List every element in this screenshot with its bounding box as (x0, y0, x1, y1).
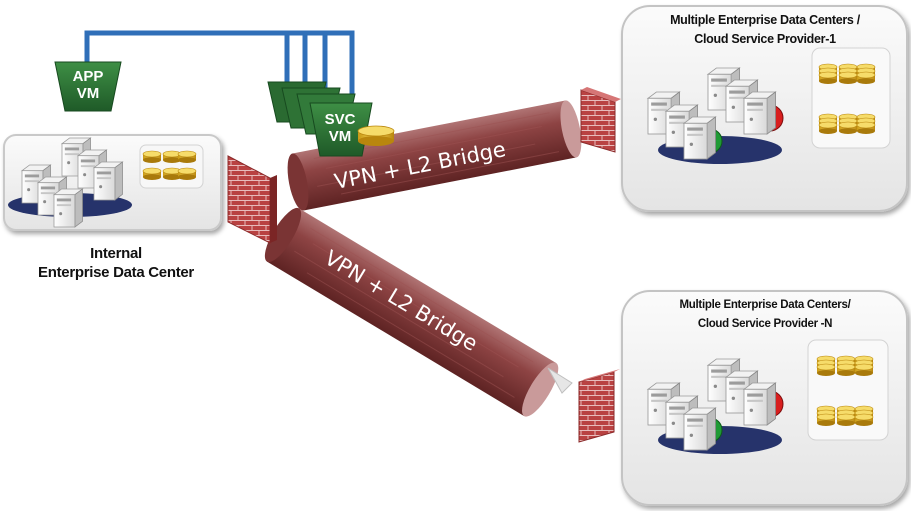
tunnel-arrow-tip (547, 367, 573, 394)
servers-layer (20, 67, 777, 451)
dc-n-title: Multiple Enterprise Data Centers/ Cloud … (626, 296, 904, 334)
dc-1-title-line2: Cloud Service Provider-1 (694, 32, 836, 46)
coin-stack-icon (177, 150, 197, 163)
coin-stack-icon (162, 167, 182, 180)
internal-dc-label-line2: Enterprise Data Center (38, 264, 194, 281)
svc-coin-icon (357, 125, 395, 146)
coin-stack-icon (836, 405, 856, 426)
svc-vm-label-line2: VM (328, 128, 352, 145)
coin-stack-icon (854, 355, 874, 376)
app-vm-label-line1: APP (72, 68, 104, 85)
app-vm (54, 61, 122, 112)
dc-n-title-line2: Cloud Service Provider -N (697, 318, 833, 330)
server-icon (682, 116, 717, 160)
internal-dc-label-line1: Internal (90, 245, 142, 262)
server-icon (646, 91, 681, 135)
vpn-tunnel-1 (287, 100, 582, 211)
coin-stack-icon (142, 150, 162, 163)
server-icon (52, 188, 84, 228)
firewall-dc-1 (580, 87, 621, 153)
server-icon (92, 161, 124, 201)
coin-stack-icon (142, 167, 162, 180)
svc-vm-label-line1: SVC (324, 111, 356, 128)
dc-n-title-line1: Multiple Enterprise Data Centers/ (679, 299, 851, 311)
internal-dc-label: Internal Enterprise Data Center (5, 244, 227, 282)
vpn-tunnel-2 (264, 207, 559, 417)
coins-layer (142, 63, 876, 426)
server-icon (742, 91, 777, 135)
app-vm-label: APP VM (64, 68, 112, 102)
coin-stack-icon (836, 355, 856, 376)
coin-stack-icon (816, 355, 836, 376)
dc-1-title-line1: Multiple Enterprise Data Centers / (670, 13, 860, 27)
coin-stack-icon (856, 113, 876, 134)
coin-stack-icon (818, 113, 838, 134)
firewall-internal (227, 155, 277, 244)
svc-vm-label: SVC VM (318, 111, 362, 145)
dc-1-title: Multiple Enterprise Data Centers / Cloud… (626, 11, 904, 49)
coin-stack-icon (816, 405, 836, 426)
server-icon (742, 382, 777, 426)
svc-vm-stack (267, 81, 373, 157)
coin-stack-icon (162, 150, 182, 163)
coin-stack-icon (177, 167, 197, 180)
coin-stack-icon (818, 63, 838, 84)
coin-stack-icon (838, 63, 858, 84)
server-icon (682, 407, 717, 451)
firewall-dc-n (578, 369, 620, 443)
coin-stack-icon (856, 63, 876, 84)
app-vm-label-line2: VM (76, 85, 100, 102)
coin-stack-icon (838, 113, 858, 134)
coin-stack-icon (854, 405, 874, 426)
